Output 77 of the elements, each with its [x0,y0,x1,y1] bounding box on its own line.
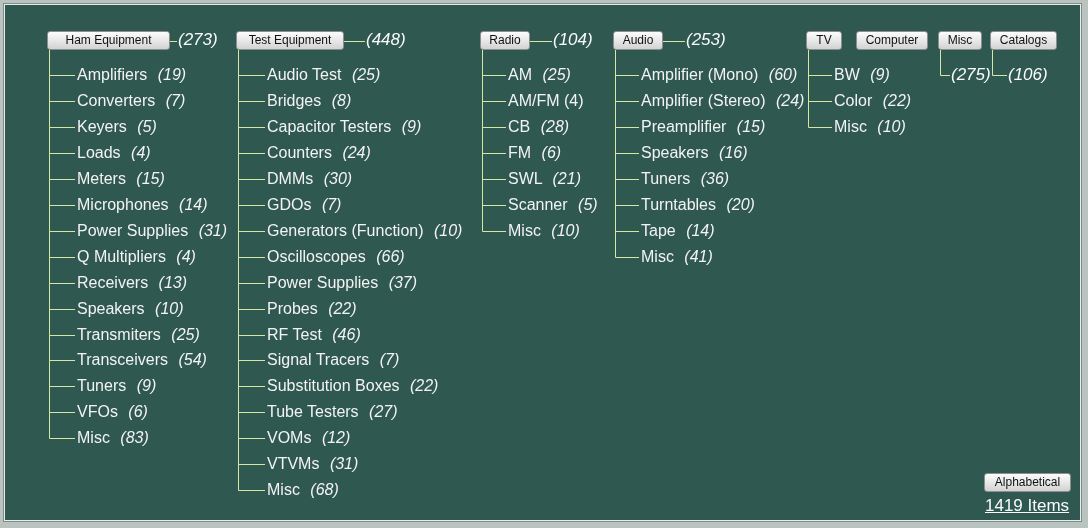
subcategory-label: Amplifiers (19) [75,65,187,85]
category-button: Test Equipment [236,31,344,50]
tree-connector [529,41,553,42]
tree-connector [482,49,507,232]
subcategory-label: Capacitor Testers (9) [265,117,422,137]
subcategory-label: Color (22) [832,91,912,111]
subcategory-label: BW (9) [832,65,890,85]
subcategory-label: FM (6) [506,143,562,163]
subcategory-label: VFOs (6) [75,402,148,422]
subcategory-label: Loads (4) [75,143,151,163]
category-button: Computer [856,31,928,50]
tree-connector [49,49,76,439]
item-count: (275) [950,64,991,86]
subcategory-label: Substitution Boxes (22) [265,376,439,396]
subcategory-label: Speakers (10) [75,299,184,319]
subcategory-label: Tube Testers (27) [265,402,398,422]
subcategory-label: CB (28) [506,117,570,137]
subcategory-label: Tape (14) [639,221,715,241]
subcategory-label: Power Supplies (31) [75,221,228,241]
category-button: Radio [480,31,530,50]
category-button: TV [806,31,842,50]
subcategory-label: Tuners (36) [639,169,730,189]
subcategory-label: Oscilloscopes (66) [265,247,405,267]
subcategory-label: Transmiters (25) [75,325,200,345]
category-button: Catalogs [990,31,1057,50]
subcategory-label: Power Supplies (37) [265,273,418,293]
subcategory-label: SWL (21) [506,169,581,189]
subcategory-label: Meters (15) [75,169,165,189]
item-count: (448) [365,29,406,51]
subcategory-label: AM (25) [506,65,571,85]
subcategory-label: Amplifier (Mono) (60) [639,65,798,85]
item-count: (253) [685,29,726,51]
subcategory-label: Misc (83) [75,428,149,448]
subcategory-label: Tuners (9) [75,376,157,396]
category-button: Ham Equipment [47,31,170,50]
item-count: (273) [177,29,218,51]
subcategory-label: Counters (24) [265,143,371,163]
subcategory-label: Microphones (14) [75,195,208,215]
item-count: (104) [552,29,593,51]
subcategory-label: Amplifier (Stereo) (24) [639,91,805,111]
subcategory-label: Converters (7) [75,91,186,111]
subcategory-label: Generators (Function) (10) [265,221,463,241]
subcategory-label: VTVMs (31) [265,454,359,474]
subcategory-label: Transceivers (54) [75,350,207,370]
subcategory-label: Misc (10) [832,117,906,137]
subcategory-label: GDOs (7) [265,195,342,215]
tree-connector [808,49,833,128]
tree-connector [169,41,178,42]
subcategory-label: Signal Tracers (7) [265,350,400,370]
subcategory-label: Preamplifier (15) [639,117,766,137]
subcategory-label: Probes (22) [265,299,357,319]
subcategory-label: Audio Test (25) [265,65,381,85]
subcategory-label: Q Multipliers (4) [75,247,196,267]
item-count: (106) [1007,64,1048,86]
tree-connector [992,49,1008,76]
sort-button: Alphabetical [984,473,1071,492]
subcategory-label: Scanner (5) [506,195,598,215]
subcategory-label: VOMs (12) [265,428,351,448]
subcategory-label: RF Test (46) [265,325,361,345]
subcategory-label: Misc (10) [506,221,580,241]
subcategory-label: Misc (41) [639,247,713,267]
category-button: Misc [938,31,982,50]
subcategory-label: AM/FM (4) [506,91,584,111]
subcategory-label: Receivers (13) [75,273,188,293]
tree-connector [662,41,686,42]
subcategory-label: Bridges (8) [265,91,352,111]
subcategory-label: Misc (68) [265,480,339,500]
tree-connector [940,49,951,76]
subcategory-label: DMMs (30) [265,169,353,189]
tree-connector [238,49,266,491]
subcategory-label: Keyers (5) [75,117,157,137]
total-items-link: 1419 Items [985,496,1070,516]
tree-connector [343,41,366,42]
subcategory-label: Speakers (16) [639,143,748,163]
category-button: Audio [613,31,663,50]
subcategory-label: Turntables (20) [639,195,755,215]
tree-connector [615,49,640,258]
